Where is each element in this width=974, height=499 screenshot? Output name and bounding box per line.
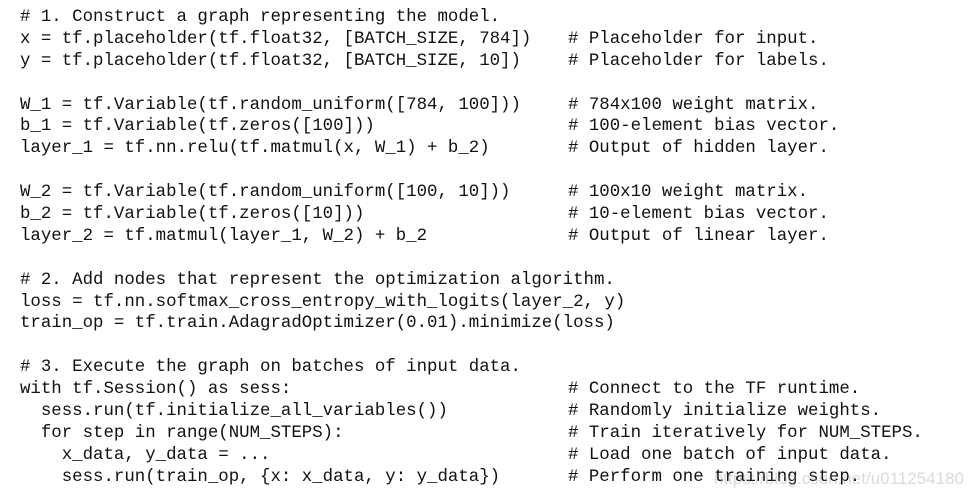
code-line: loss = tf.nn.softmax_cross_entropy_with_…: [20, 292, 970, 314]
code-line: W_1 = tf.Variable(tf.random_uniform([784…: [20, 95, 970, 117]
code-text: sess.run(tf.initialize_all_variables()): [20, 402, 448, 422]
code-text: b_2 = tf.Variable(tf.zeros([10])): [20, 205, 365, 225]
code-line: sess.run(tf.initialize_all_variables()) #…: [20, 401, 970, 423]
code-text: # 2. Add nodes that represent the optimi…: [20, 270, 615, 290]
code-text: for step in range(NUM_STEPS):: [20, 423, 344, 443]
code-text: layer_2 = tf.matmul(layer_1, W_2) + b_2: [20, 226, 428, 246]
inline-comment: # 10-element bias vector.: [568, 205, 829, 225]
code-line: b_2 = tf.Variable(tf.zeros([10])) # 10-el…: [20, 204, 970, 226]
inline-comment: # Output of hidden layer.: [568, 139, 829, 159]
code-line: layer_1 = tf.nn.relu(tf.matmul(x, W_1) +…: [20, 138, 970, 160]
inline-comment: # Perform one training step.: [568, 467, 861, 487]
code-text: x_data, y_data = ...: [20, 445, 271, 465]
code-line: # 2. Add nodes that represent the optimi…: [20, 270, 970, 292]
code-text: W_2 = tf.Variable(tf.random_uniform([100…: [20, 183, 511, 203]
code-line: [20, 248, 970, 270]
code-text: train_op = tf.train.AdagradOptimizer(0.0…: [20, 314, 615, 334]
code-text: x = tf.placeholder(tf.float32, [BATCH_SI…: [20, 29, 532, 49]
inline-comment: # Load one batch of input data.: [568, 445, 892, 465]
inline-comment: # Placeholder for labels.: [568, 51, 829, 71]
code-line: x = tf.placeholder(tf.float32, [BATCH_SI…: [20, 29, 970, 51]
inline-comment: # Connect to the TF runtime.: [568, 380, 861, 400]
code-text: # 3. Execute the graph on batches of inp…: [20, 358, 521, 378]
code-line: x_data, y_data = ... # Load one batch of …: [20, 445, 970, 467]
code-line: W_2 = tf.Variable(tf.random_uniform([100…: [20, 182, 970, 204]
code-line: [20, 73, 970, 95]
inline-comment: # 784x100 weight matrix.: [568, 95, 819, 115]
code-line: # 1. Construct a graph representing the …: [20, 7, 970, 29]
inline-comment: # Train iteratively for NUM_STEPS.: [568, 423, 923, 443]
code-line: for step in range(NUM_STEPS): # Train ite…: [20, 423, 970, 445]
code-line: layer_2 = tf.matmul(layer_1, W_2) + b_2 #…: [20, 226, 970, 248]
inline-comment: # Output of linear layer.: [568, 226, 829, 246]
code-line: train_op = tf.train.AdagradOptimizer(0.0…: [20, 313, 970, 335]
code-text: with tf.Session() as sess:: [20, 380, 292, 400]
inline-comment: # Randomly initialize weights.: [568, 402, 882, 422]
code-text: layer_1 = tf.nn.relu(tf.matmul(x, W_1) +…: [20, 139, 490, 159]
code-line: with tf.Session() as sess: # Connect to t…: [20, 379, 970, 401]
code-line: y = tf.placeholder(tf.float32, [BATCH_SI…: [20, 51, 970, 73]
code-line: # 3. Execute the graph on batches of inp…: [20, 357, 970, 379]
code-text: sess.run(train_op, {x: x_data, y: y_data…: [20, 467, 501, 487]
code-listing: # 1. Construct a graph representing the …: [20, 7, 970, 489]
code-text: y = tf.placeholder(tf.float32, [BATCH_SI…: [20, 51, 521, 71]
code-text: W_1 = tf.Variable(tf.random_uniform([784…: [20, 95, 521, 115]
inline-comment: # Placeholder for input.: [568, 29, 819, 49]
code-line: sess.run(train_op, {x: x_data, y: y_data…: [20, 467, 970, 489]
code-line: b_1 = tf.Variable(tf.zeros([100])) # 100-…: [20, 116, 970, 138]
watermark: https://blog.csdn.net/u011254180: [713, 469, 964, 488]
code-text: b_1 = tf.Variable(tf.zeros([100])): [20, 117, 375, 137]
code-text: # 1. Construct a graph representing the …: [20, 8, 501, 27]
code-line: [20, 335, 970, 357]
inline-comment: # 100-element bias vector.: [568, 117, 840, 137]
code-line: [20, 160, 970, 182]
inline-comment: # 100x10 weight matrix.: [568, 183, 809, 203]
code-text: loss = tf.nn.softmax_cross_entropy_with_…: [20, 292, 626, 312]
